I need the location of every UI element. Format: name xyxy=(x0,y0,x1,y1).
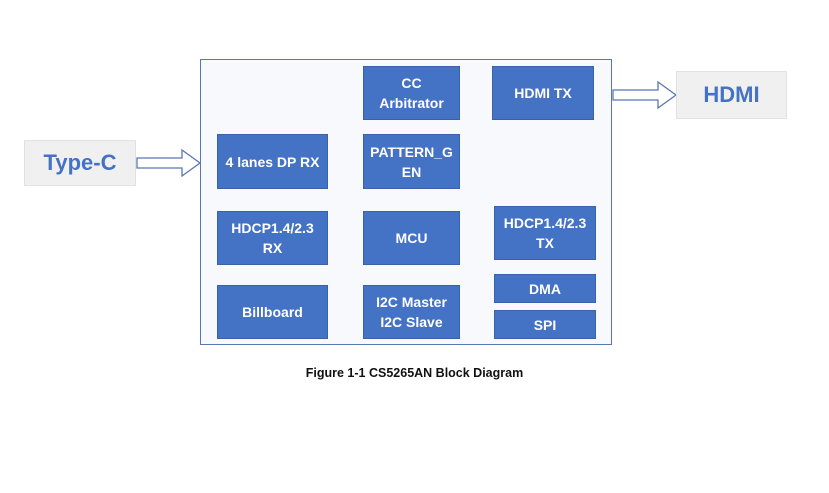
input-arrow-icon xyxy=(136,148,202,178)
hdmi-label: HDMI xyxy=(703,82,760,107)
spi-block: SPI xyxy=(494,310,596,339)
figure-caption: Figure 1-1 CS5265AN Block Diagram xyxy=(305,366,524,380)
dma-block: DMA xyxy=(494,274,596,303)
mcu-label: MCU xyxy=(395,230,428,246)
hdmi-connector-box: HDMI xyxy=(676,71,787,119)
cc-arbitrator-block: CC Arbitrator xyxy=(363,66,460,120)
dp-rx-block: 4 lanes DP RX xyxy=(217,134,328,189)
hdcp-rx-label: HDCP1.4/2.3 RX xyxy=(231,220,314,256)
billboard-block: Billboard xyxy=(217,285,328,339)
type-c-connector-box: Type-C xyxy=(24,140,136,186)
type-c-label: Type-C xyxy=(43,150,117,175)
hdcp-rx-block: HDCP1.4/2.3 RX xyxy=(217,211,328,265)
hdcp-tx-block: HDCP1.4/2.3 TX xyxy=(494,206,596,260)
dp-rx-label: 4 lanes DP RX xyxy=(225,153,320,170)
mcu-block: MCU xyxy=(363,211,460,265)
i2c-block: I2C Master I2C Slave xyxy=(363,285,460,339)
spi-label: SPI xyxy=(533,316,557,333)
hdmi-tx-block: HDMI TX xyxy=(492,66,594,120)
pattern-gen-block: PATTERN_G EN xyxy=(363,134,460,189)
hdcp-tx-label: HDCP1.4/2.3 TX xyxy=(503,215,587,251)
dma-label: DMA xyxy=(529,280,561,297)
i2c-label: I2C Master I2C Slave xyxy=(376,294,447,330)
billboard-label: Billboard xyxy=(242,304,303,320)
output-arrow-icon xyxy=(612,80,678,110)
cc-arbitrator-label: CC Arbitrator xyxy=(379,75,444,111)
pattern-gen-label: PATTERN_G EN xyxy=(370,143,453,180)
hdmi-tx-label: HDMI TX xyxy=(514,85,572,101)
